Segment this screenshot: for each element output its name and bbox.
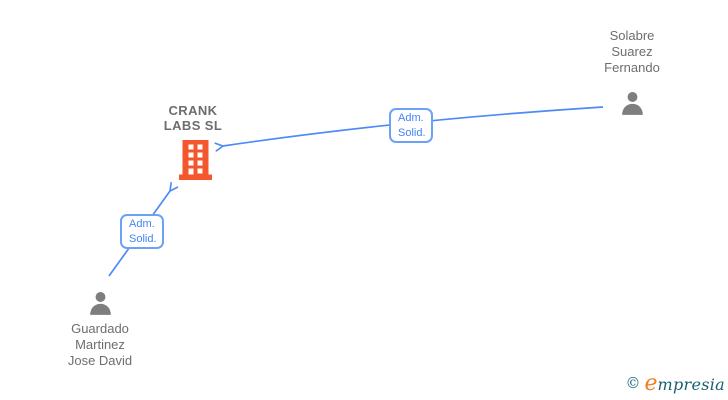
company-name-line: CRANK [168, 103, 218, 118]
edge-label-line: Solid. [129, 233, 157, 245]
empresia-logo[interactable]: ©empresia [625, 371, 725, 396]
person-name-line: Solabre [609, 28, 655, 43]
person-name-guardado[interactable]: Guardado Martinez Jose David [30, 321, 170, 369]
person-icon [622, 92, 643, 115]
edge-label-line: Adm. [398, 112, 424, 124]
person-name-line: Martinez [75, 337, 125, 352]
person-node-solabre[interactable] [616, 86, 649, 119]
brand-name: mpresia [657, 375, 725, 394]
building-icon [179, 140, 212, 180]
edge-label-adm-solid-right: Adm. Solid. [389, 108, 433, 143]
brand-initial: e [644, 371, 658, 396]
edge-label-line: Solid. [398, 127, 426, 139]
company-node[interactable] [179, 140, 212, 180]
company-name-line: LABS SL [163, 118, 223, 133]
copyright-icon: © [625, 374, 641, 392]
person-name-line: Fernando [604, 60, 660, 75]
person-icon [90, 292, 111, 315]
person-node-guardado[interactable] [84, 286, 117, 319]
person-name-line: Guardado [71, 321, 129, 336]
person-name-solabre[interactable]: Solabre Suarez Fernando [562, 28, 702, 76]
edge-label-adm-solid-left: Adm. Solid. [120, 214, 164, 249]
person-name-line: Jose David [67, 353, 133, 368]
person-name-line: Suarez [611, 44, 653, 59]
company-name[interactable]: CRANK LABS SL [123, 103, 263, 133]
edge-label-line: Adm. [129, 218, 155, 230]
